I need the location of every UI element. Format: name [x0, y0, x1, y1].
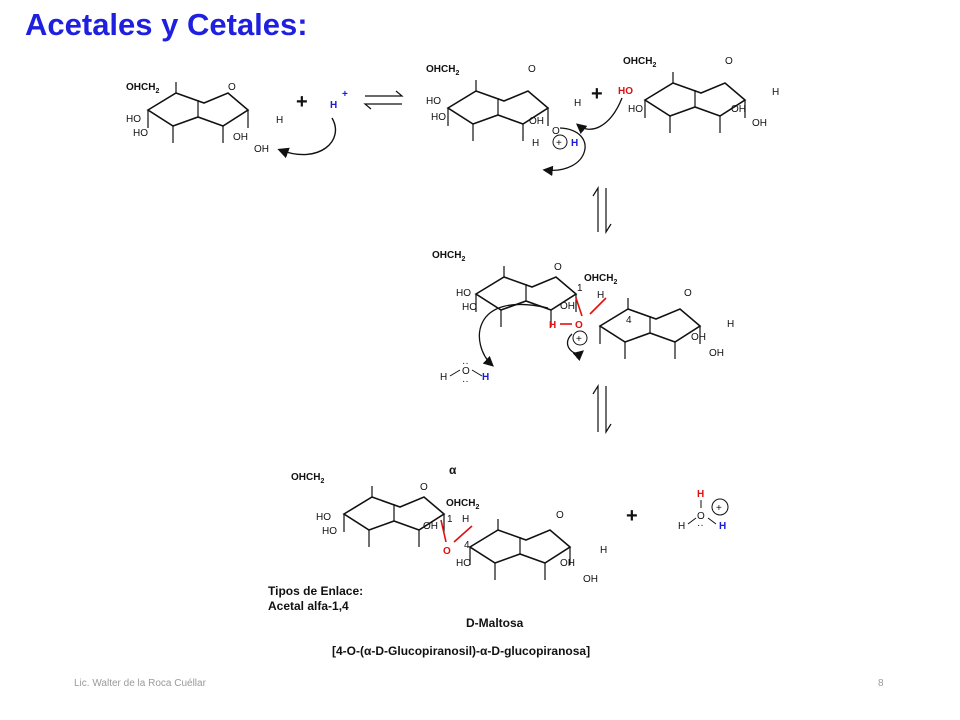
glucose-molecule-2: OHCH2 O HO HO OH H OH [576, 56, 779, 134]
plus-sign-2: + [591, 83, 603, 105]
svg-text:O: O [552, 126, 560, 137]
slide-title: Acetales y Cetales: [25, 7, 308, 42]
svg-text:1: 1 [447, 514, 453, 525]
svg-text:OHCH2: OHCH2 [432, 250, 465, 263]
svg-text:H: H [276, 115, 283, 126]
hydronium-ion: H O ·· H H + [678, 489, 729, 532]
svg-text:OH: OH [423, 521, 438, 532]
svg-text:+: + [556, 138, 562, 149]
svg-text:HO: HO [133, 128, 148, 139]
svg-text:OHCH2: OHCH2 [446, 498, 479, 511]
svg-text:1: 1 [577, 283, 583, 294]
svg-text:O: O [554, 262, 562, 273]
svg-text:OH: OH [529, 116, 544, 127]
equilibrium-arrows-3 [592, 383, 612, 435]
svg-text:OH: OH [752, 118, 767, 129]
svg-text:+: + [716, 503, 722, 514]
svg-text:OH: OH [709, 348, 724, 359]
svg-text:HO: HO [628, 104, 643, 115]
svg-text:H: H [772, 87, 779, 98]
glucose-molecule-1: OHCH2 O HO HO OH H OH [126, 81, 283, 155]
bond-type-title: Tipos de Enlace: [268, 584, 363, 598]
iupac-name: [4-O-(α-D-Glucopiranosil)-α-D-glucopiran… [332, 644, 590, 658]
svg-text:4: 4 [464, 540, 470, 551]
bond-type: Acetal alfa-1,4 [268, 599, 349, 613]
svg-text:H: H [697, 489, 704, 500]
svg-text:HO: HO [426, 96, 441, 107]
svg-text:O: O [697, 511, 705, 522]
maltose-molecule: α OHCH2 O HO HO OH 1 OHCH2 H O 4 HO OH H… [291, 463, 607, 585]
svg-text:··: ·· [697, 520, 704, 531]
plus-sign-1: + [296, 91, 308, 113]
svg-text:··: ·· [462, 358, 469, 369]
svg-text:HO: HO [456, 288, 471, 299]
svg-text:HO: HO [618, 86, 633, 97]
product-name: D-Maltosa [466, 616, 524, 630]
oxonium-intermediate: OHCH2 O HO HO OH 1 OHCH2 H O 4 OH H OH H… [432, 250, 734, 367]
svg-text:H: H [727, 319, 734, 330]
svg-text:H: H [571, 138, 578, 149]
svg-text:O: O [556, 510, 564, 521]
svg-text:H: H [719, 521, 726, 532]
alpha-label: α [449, 463, 457, 477]
svg-text:H: H [482, 372, 489, 383]
footer-author: Lic. Walter de la Roca Cuéllar [74, 678, 206, 689]
proton-label: H [330, 100, 337, 111]
svg-text:OH: OH [583, 574, 598, 585]
svg-text:H: H [597, 290, 604, 301]
svg-text:O: O [684, 288, 692, 299]
svg-text:HO: HO [126, 114, 141, 125]
svg-text:4: 4 [626, 315, 632, 326]
svg-text:H: H [600, 545, 607, 556]
svg-text:OHCH2: OHCH2 [291, 472, 324, 485]
svg-text:OHCH2: OHCH2 [126, 82, 159, 95]
protonated-glucose: OHCH2 O HO HO OH H O H + H [426, 64, 586, 177]
svg-text:H: H [549, 320, 556, 331]
page-number: 8 [878, 678, 884, 689]
svg-text:+: + [576, 334, 582, 345]
water-molecule: ·· O ·· H H [440, 358, 489, 387]
svg-text:O: O [420, 482, 428, 493]
svg-text:O: O [725, 56, 733, 67]
svg-text:H: H [574, 98, 581, 109]
equilibrium-arrows-1 [363, 90, 404, 110]
svg-text:O: O [443, 546, 451, 557]
svg-text:OH: OH [560, 301, 575, 312]
plus-sign-3: + [626, 505, 638, 527]
curved-arrow-1 [277, 117, 337, 159]
svg-text:O: O [575, 320, 583, 331]
svg-text:O: O [528, 64, 536, 75]
svg-text:OHCH2: OHCH2 [584, 273, 617, 286]
svg-text:H: H [532, 138, 539, 149]
svg-text:O: O [462, 366, 470, 377]
svg-text:OH: OH [254, 144, 269, 155]
svg-text:O: O [228, 82, 236, 93]
svg-text:HO: HO [456, 558, 471, 569]
proton-charge: + [342, 89, 348, 100]
svg-text:OHCH2: OHCH2 [623, 56, 656, 69]
svg-text:OH: OH [560, 558, 575, 569]
svg-text:··: ·· [462, 376, 469, 387]
equilibrium-arrows-2 [592, 185, 612, 235]
svg-text:OH: OH [233, 132, 248, 143]
svg-text:OHCH2: OHCH2 [426, 64, 459, 77]
svg-text:H: H [462, 514, 469, 525]
svg-text:OH: OH [691, 332, 706, 343]
svg-text:OH: OH [731, 104, 746, 115]
svg-text:HO: HO [322, 526, 337, 537]
svg-text:HO: HO [431, 112, 446, 123]
svg-text:HO: HO [462, 302, 477, 313]
svg-text:H: H [678, 521, 685, 532]
svg-text:H: H [440, 372, 447, 383]
svg-text:HO: HO [316, 512, 331, 523]
